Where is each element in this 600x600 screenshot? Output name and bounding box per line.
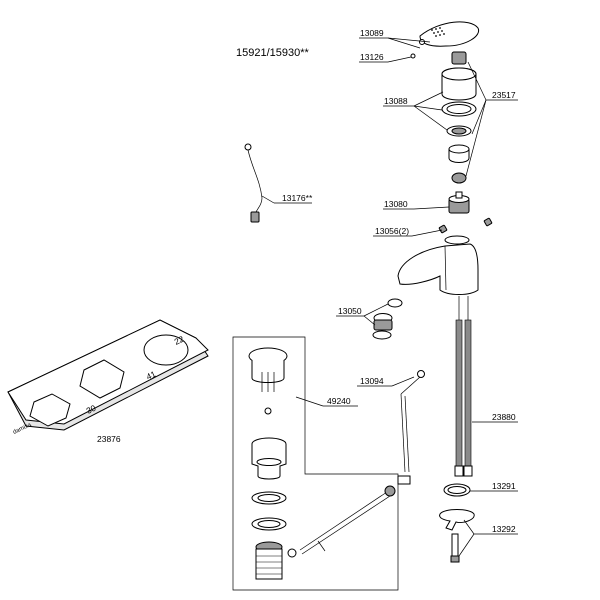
svg-text:49240: 49240 (327, 396, 351, 406)
svg-text:30: 30 (85, 403, 98, 416)
cartridge-part (448, 191, 470, 214)
svg-text:13094: 13094 (360, 376, 384, 386)
waste-body-part (251, 437, 287, 580)
clamp-stud-part (439, 509, 475, 563)
label-13094: 13094 (357, 376, 415, 387)
fixing-ring-part (443, 483, 471, 497)
svg-text:13050: 13050 (338, 306, 362, 316)
svg-text:13292: 13292 (492, 524, 516, 534)
svg-text:13176**: 13176** (282, 193, 313, 203)
label-13089: 13089 (359, 28, 431, 49)
waste-assembly-frame (232, 336, 399, 591)
popup-plug-part (248, 347, 288, 415)
svg-text:13080: 13080 (384, 199, 408, 209)
svg-text:41: 41 (145, 369, 158, 382)
label-13292: 13292 (458, 519, 518, 557)
cover-stack-part (441, 51, 477, 184)
model-title: 15921/15930** (236, 47, 310, 59)
label-13176: 13176** (261, 193, 313, 204)
svg-text:13291: 13291 (492, 481, 516, 491)
label-13080: 13080 (383, 199, 450, 210)
label-23517: 23517 (465, 61, 518, 177)
faucet-body-part (397, 217, 493, 295)
label-13056: 13056(2) (373, 226, 443, 237)
svg-text:13056(2): 13056(2) (375, 226, 409, 236)
label-49240: 49240 (295, 396, 358, 407)
label-13050: 13050 (336, 303, 389, 326)
pull-rod-part (287, 370, 425, 558)
svg-text:13089: 13089 (360, 28, 384, 38)
svg-text:damixa: damixa (12, 422, 33, 436)
label-13126: 13126 (359, 52, 412, 63)
svg-text:22: 22 (173, 334, 186, 347)
svg-text:23880: 23880 (492, 412, 516, 422)
label-13088: 13088 (383, 91, 448, 131)
aerator-part (372, 298, 403, 340)
flexible-hoses-part (454, 296, 473, 477)
lever-handle-part (410, 21, 480, 59)
wrench-plate-part: 22 41 30 damixa (7, 319, 209, 436)
svg-text:23517: 23517 (492, 90, 516, 100)
label-13291: 13291 (470, 481, 518, 492)
label-23880: 23880 (472, 412, 518, 423)
svg-text:13088: 13088 (384, 96, 408, 106)
chain-plug-part (244, 143, 263, 223)
label-23876: 23876 (97, 434, 121, 444)
svg-text:13126: 13126 (360, 52, 384, 62)
